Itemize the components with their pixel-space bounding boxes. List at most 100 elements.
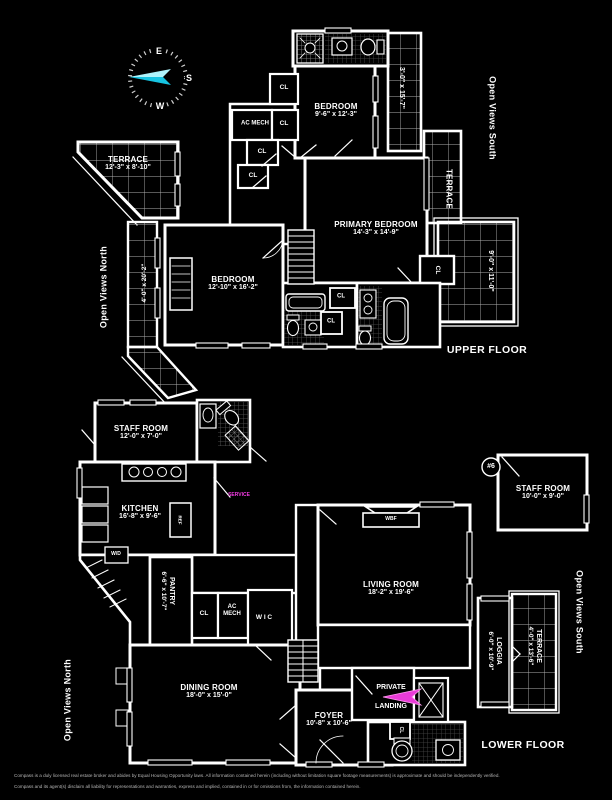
private-landing-line2: LANDING [375,702,407,710]
service-label: SERVICE [228,492,250,499]
upper-terrace-left-shape [72,140,180,226]
refrigerator-label: REF [177,515,183,525]
washer-dryer-label: W/D [111,551,121,558]
upper-open-views-north: Open Views North [98,245,109,329]
refrigerator-icon [169,502,192,538]
lower-closet [190,591,220,640]
lower-living-room-label: LIVING ROOM 18'-2" x 19'-6" [363,580,419,598]
upper-stairs [287,229,315,285]
wardrobe-icon [169,257,193,311]
upper-closet-b [268,72,300,106]
upper-primary-bedroom-room [303,156,429,285]
upper-balcony-dims: 4'-0" x 20'-2" [141,263,149,303]
sink-icon [304,319,322,336]
lower-wic-label: W I C [255,614,273,622]
room-name: STAFF ROOM [515,484,571,494]
upper-bedroom-left-label: BEDROOM 12'-10" x 16'-2" [208,275,258,293]
closet-label: CL [337,293,345,300]
lower-loggia-label: LOGGIA 6'-0" x 10'-9" [486,632,502,671]
lower-stairs [287,639,319,683]
shower-icon [296,33,324,64]
upper-floor-title: UPPER FLOOR [446,343,528,356]
lower-staff-room-6-label: STAFF ROOM 10'-0" x 9'-0" [516,484,570,502]
room-name: LIVING ROOM [363,580,419,590]
upper-bedroom-top-label: BEDROOM 9'-6" x 12'-3" [314,102,357,120]
lower-doors [81,429,521,764]
bath-closet-2 [320,311,343,335]
room-dims: 4'-0" x 13'-6" [526,626,534,666]
room-name: LOGGIA [494,637,502,665]
unit-number-label: #6 [487,462,495,470]
bath-mat [224,425,250,451]
room-dims: 6'-0" x 10'-9" [486,631,494,671]
lower-pantry-room [148,555,194,647]
upper-terrace-left-label: TERRACE 12'-3" x 8'-10" [105,155,151,173]
room-dims: 6'-6" x 10'-7" [159,571,167,611]
lower-kitchen-diagonal [78,553,152,647]
lower-windows [76,399,590,768]
sink-icon [331,37,353,56]
room-dims: 10'-0" x 9'-0" [522,493,564,501]
upper-closet-d [236,163,270,190]
upper-doors [251,139,413,284]
lower-terrace-label: TERRACE 4'-0" x 13'-6" [526,627,542,666]
lower-open-views-north: Open Views North [62,658,73,742]
room-name: FOYER [314,711,344,721]
washer-dryer-icon [104,546,129,564]
wbf-label: WBF [385,516,397,523]
room-name: KITCHEN [121,504,159,514]
lower-foyer-label: FOYER 10'-8" x 10'-6" [306,711,352,729]
fireplace-icon [362,506,420,528]
bathtub-icon [285,293,326,312]
sink-icon [435,739,461,761]
ac-mech-line: AC [227,603,237,610]
private-landing-line1: PRIVATE [376,683,406,691]
closet-label: CL [327,318,335,325]
upper-terrace-right-dims: 9'-0" x 11'-0" [487,250,495,292]
disclaimer-line-2: Compass and its agent(s) disclaim all li… [14,784,361,789]
room-name: BEDROOM [211,275,255,285]
lower-dining-room [128,643,302,765]
upper-windows [154,27,430,350]
stove-icon [121,463,187,482]
lower-terrace-shape [508,590,560,714]
lower-pantry-label: PANTRY 6'-6" x 10'-7" [159,572,175,611]
lower-staff-room-label: STAFF ROOM 12'-0" x 7'-0" [114,424,168,442]
room-dims: 12'-10" x 16'-2" [208,284,258,292]
elevator-icon [412,676,450,724]
upper-terrace-strip-dims: 3'-0" x 15'-7" [398,67,406,109]
lower-dining-room-label: DINING ROOM 18'-0" x 15'-0" [180,683,237,701]
room-name: TERRACE [107,155,149,165]
lower-floor-title: LOWER FLOOR [481,738,565,751]
upper-terrace-strip-shape [386,31,423,153]
bath-closet-1 [329,287,356,309]
room-name: DINING ROOM [180,683,238,693]
closet-label: CL [433,265,441,275]
closet-label: CL [248,172,258,180]
toilet-icon [391,737,413,762]
toilet-icon [358,325,372,346]
closet-label: CL [257,148,267,156]
upper-terrace-right-label: TERRACE [444,168,454,210]
compass-west-label: W [154,101,166,111]
toilet-icon [360,38,385,56]
closet-label: CL [279,84,289,92]
room-name: PRIMARY BEDROOM [334,220,418,230]
lower-open-views-south: Open Views South [574,570,585,654]
disclaimer-line-1: Compass is a duly licensed real estate b… [14,773,500,778]
room-dims: 12'-0" x 7'-0" [120,433,162,441]
private-landing-arrow-icon [382,688,423,706]
vanity-icon [359,289,377,319]
closet-label: CL [397,726,404,734]
service-stairs [85,559,127,608]
room-name: BEDROOM [314,102,358,112]
upper-floor-plan [72,27,519,406]
closet-label: CL [199,610,209,618]
sink-icon [199,403,217,429]
toilet-icon [286,314,300,337]
oven-stack-icon [81,486,109,543]
room-dims: 16'-8" x 9'-6" [119,513,161,521]
disclaimer: Compass is a duly licensed real estate b… [14,770,606,792]
room-dims: 18'-2" x 19'-6" [368,589,414,597]
